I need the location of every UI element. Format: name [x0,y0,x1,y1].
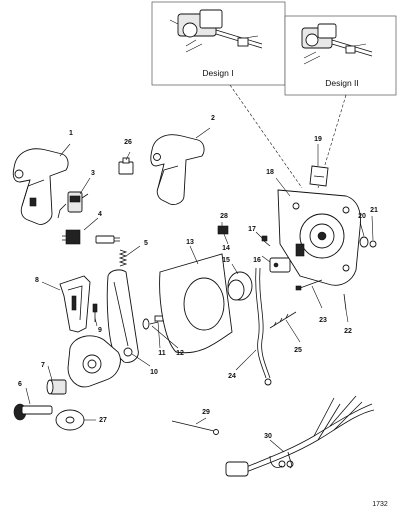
callout-14: 14 [222,245,230,252]
callout-labels: 1 2 3 4 5 6 7 8 9 10 11 12 13 14 15 16 1… [18,115,378,440]
part-8-lever [59,275,91,333]
callout-1: 1 [69,130,73,137]
part-16-block [269,257,291,273]
callout-4: 4 [98,211,102,218]
part-28-block [217,225,229,235]
inset-design-2: Design II [284,15,397,96]
part-24-lanyard [255,267,272,386]
part-29-rod [171,420,219,435]
callout-13: 13 [186,239,194,246]
callout-24: 24 [228,373,236,380]
callout-26: 26 [124,139,132,146]
part-4-connector [62,229,81,245]
callout-10: 10 [150,369,158,376]
inset-design-1: Design I [151,1,286,86]
callout-28: 28 [220,213,228,220]
callout-7: 7 [41,362,45,369]
inset-1-leader [229,84,303,189]
part-21-nut [369,240,377,248]
callout-9: 9 [98,327,102,334]
part-23-screw [295,279,323,291]
part-9-screw [92,303,98,322]
callout-6: 6 [18,381,22,388]
inset-design-2-title: Design II [325,78,359,88]
part-cam [67,335,121,388]
callout-3: 3 [91,170,95,177]
callout-19: 19 [314,136,322,143]
part-5-spring [118,249,128,267]
callout-29: 29 [202,409,210,416]
part-2-handle [150,134,205,205]
part-7-bushing [46,379,67,395]
callout-8: 8 [35,277,39,284]
callout-11: 11 [158,350,166,357]
callout-18: 18 [266,169,274,176]
part-6-knob [13,403,53,421]
figure-number: 1732 [372,501,388,508]
part-10-arm [106,269,139,363]
part-30-harness [225,395,375,477]
callout-20: 20 [358,213,366,220]
part-27-washer [55,409,85,431]
part-19-clip [309,165,329,187]
callout-17: 17 [248,226,256,233]
part-25-screw [269,311,297,329]
part-26-clip [118,157,134,175]
callout-2: 2 [211,115,215,122]
part-11-pin [154,315,164,322]
callout-21: 21 [370,207,378,214]
part-20-washer [359,236,369,248]
part-13-plate [159,253,233,354]
leader-lines [25,127,374,453]
part-1-handle [12,148,69,225]
callout-22: 22 [344,328,352,335]
callout-25: 25 [294,347,302,354]
callout-23: 23 [319,317,327,324]
callout-27: 27 [99,417,107,424]
callout-15: 15 [222,257,230,264]
part-17-screw [261,235,271,247]
inset-design-2-sketch [301,23,373,65]
part-4b-plug [95,235,120,244]
part-12-washer [142,318,159,330]
part-18-housing [277,189,361,286]
callout-30: 30 [264,433,272,440]
callout-5: 5 [144,240,148,247]
part-15-ring [227,271,253,301]
part-3-switch [57,191,89,219]
inset-design-1-sketch [169,9,263,53]
callout-16: 16 [253,257,261,264]
inset-design-1-title: Design I [202,68,233,78]
part-22-pin [343,293,347,311]
callout-12: 12 [176,350,184,357]
